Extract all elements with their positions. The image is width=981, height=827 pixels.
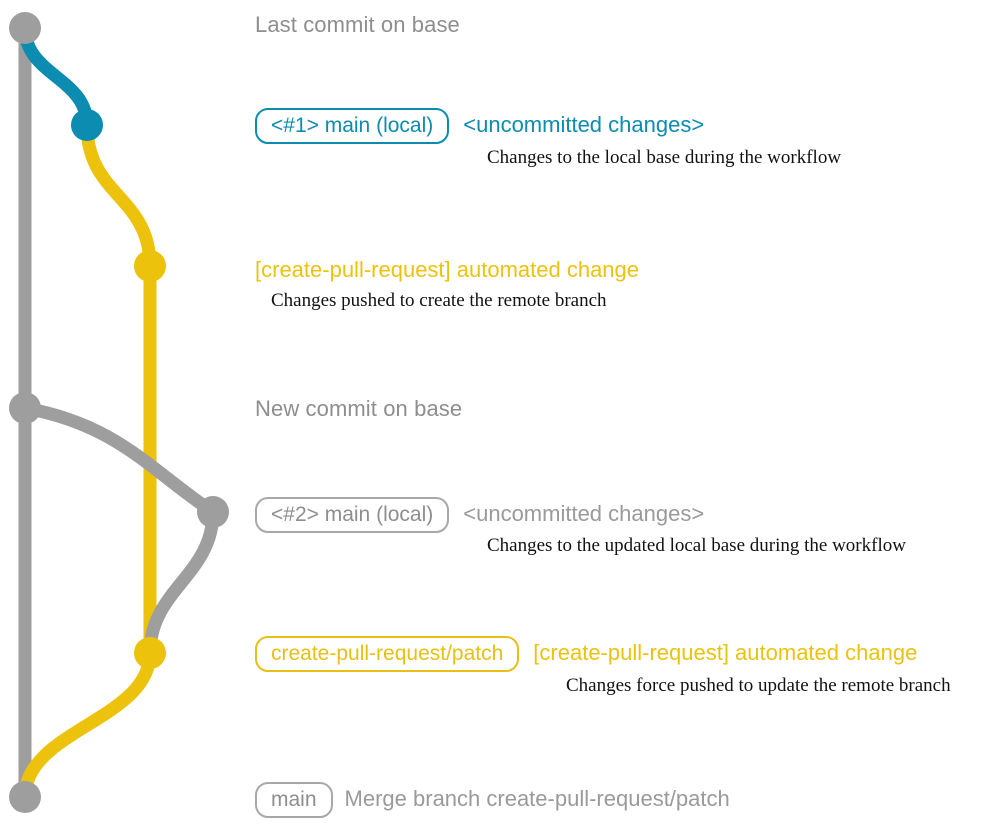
graph-row-local-main-2: <#2> main (local) <uncommitted changes> bbox=[255, 497, 704, 533]
base-head-node[interactable] bbox=[9, 12, 41, 44]
remote-commit-node-2[interactable] bbox=[134, 637, 166, 669]
commit-subject-remote-automated-change-2: [create-pull-request] automated change bbox=[533, 640, 918, 665]
commit-description-local-main-2: Changes to the updated local base during… bbox=[487, 535, 906, 556]
remote-branch-edge-1 bbox=[80, 118, 157, 273]
commit-description-remote-automated-change-1: Changes pushed to create the remote bran… bbox=[271, 290, 607, 311]
ref-badge-create-pull-request-patch[interactable]: create-pull-request/patch bbox=[255, 636, 520, 672]
remote-merge-edge bbox=[18, 646, 157, 804]
remote-commit-node-1[interactable] bbox=[134, 250, 166, 282]
commit-subject-local-main-2: <uncommitted changes> bbox=[463, 501, 705, 526]
commit-subject-local-main-1: <uncommitted changes> bbox=[463, 112, 705, 137]
ref-badge-local-main-2[interactable]: <#2> main (local) bbox=[255, 497, 450, 533]
commit-subject-remote-automated-change-1: [create-pull-request] automated change bbox=[255, 257, 640, 282]
graph-row-remote-automated-change-1: [create-pull-request] automated change bbox=[255, 253, 639, 281]
graph-row-new-commit-on-base: New commit on base bbox=[255, 398, 462, 420]
local-to-remote-edge-2 bbox=[143, 505, 220, 660]
graph-row-remote-automated-change-2: create-pull-request/patch [create-pull-r… bbox=[255, 636, 917, 672]
heading-last-commit-on-base: Last commit on base bbox=[255, 12, 460, 37]
graph-row-local-main-1: <#1> main (local) <uncommitted changes> bbox=[255, 108, 704, 144]
graph-row-last-commit-on-base: Last commit on base bbox=[255, 14, 460, 36]
commit-description-local-main-1: Changes to the local base during the wor… bbox=[487, 147, 842, 168]
commit-description-remote-automated-change-2: Changes force pushed to update the remot… bbox=[566, 675, 951, 696]
base-new-commit-node[interactable] bbox=[9, 392, 41, 424]
local-branch-edge-1 bbox=[18, 21, 94, 132]
heading-new-commit-on-base: New commit on base bbox=[255, 396, 463, 421]
local-change-node-1[interactable] bbox=[71, 109, 103, 141]
ref-badge-local-main-1[interactable]: <#1> main (local) bbox=[255, 108, 450, 144]
ref-badge-main[interactable]: main bbox=[255, 782, 333, 818]
local-branch-edge-2 bbox=[18, 401, 220, 519]
commit-subject-main-merge: Merge branch create-pull-request/patch bbox=[344, 786, 730, 811]
local-change-node-2[interactable] bbox=[197, 496, 229, 528]
base-merge-node[interactable] bbox=[9, 781, 41, 813]
graph-row-main-merge: main Merge branch create-pull-request/pa… bbox=[255, 782, 730, 818]
